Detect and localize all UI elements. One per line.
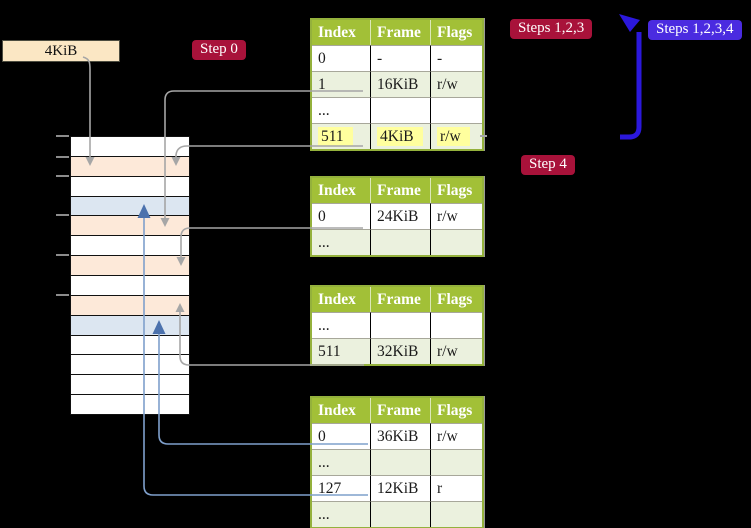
frame-cell [370,449,430,475]
memory-row [71,375,189,396]
memory-row [71,276,189,296]
index-cell: ... [312,501,370,527]
memory-row [71,176,189,197]
frame-cell: 4KiB [370,123,430,149]
highlighted-value: r/w [437,126,470,146]
index-header: Index [312,178,370,203]
flags-cell: r/w [430,71,482,97]
frame-size-label: 4KiB [2,40,120,62]
memory-row [71,216,189,237]
memory-row [71,196,189,217]
physical-memory-column [70,136,190,415]
table-row: ... [312,97,482,123]
memory-row [71,137,189,157]
table-row: 1 16KiB r/w [312,71,482,97]
highlighted-value: 511 [318,126,353,146]
frame-header: Frame [370,178,430,203]
memory-row [71,295,189,316]
table-row: 0 - - [312,45,482,71]
index-cell: 0 [312,203,370,229]
table-header-row: Index Frame Flags [312,20,482,45]
frame-cell: 36KiB [370,423,430,449]
memory-row [71,256,189,277]
frame-tick [56,156,69,158]
page-table-level3: Index Frame Flags 0 24KiB r/w ... [310,176,484,257]
frame-cell [370,97,430,123]
index-cell: ... [312,229,370,255]
flags-cell: - [430,45,482,71]
badge-steps-1-2-3: Steps 1,2,3 [510,19,593,39]
memory-row [71,236,189,257]
index-cell: 511 [312,123,370,149]
frame-cell: - [370,45,430,71]
memory-row [71,355,189,376]
page-table-level2: Index Frame Flags ... 511 32KiB r/w [310,285,484,366]
frame-tick [56,175,69,177]
flags-cell: r/w [430,423,482,449]
index-cell: 0 [312,45,370,71]
page-table-level4: Index Frame Flags 0 - - 1 16KiB r/w ... … [310,18,484,151]
frame-header: Frame [370,20,430,45]
memory-row [71,315,189,336]
frame-tick [56,135,69,137]
index-cell: 511 [312,338,370,364]
table-header-row: Index Frame Flags [312,398,482,423]
badge-step-0: Step 0 [192,40,246,60]
frame-header: Frame [370,287,430,312]
frame-cell: 32KiB [370,338,430,364]
flags-cell: r/w [430,203,482,229]
flags-cell: r/w [430,338,482,364]
frame-cell: 24KiB [370,203,430,229]
arrowhead-up-left-icon [619,14,640,32]
flags-header: Flags [430,398,482,423]
index-cell: 1 [312,71,370,97]
index-header: Index [312,287,370,312]
table-row: 127 12KiB r [312,475,482,501]
frame-cell [370,312,430,338]
badge-steps-1-2-3-4: Steps 1,2,3,4 [648,20,742,40]
frame-header: Frame [370,398,430,423]
frame-cell: 16KiB [370,71,430,97]
frame-cell [370,229,430,255]
index-cell: ... [312,97,370,123]
table-row: ... [312,501,482,527]
flags-header: Flags [430,20,482,45]
index-cell: ... [312,449,370,475]
index-header: Index [312,398,370,423]
index-cell: 127 [312,475,370,501]
badge-step-4: Step 4 [521,155,575,175]
table-row: 0 36KiB r/w [312,423,482,449]
table-row: ... [312,449,482,475]
index-cell: ... [312,312,370,338]
frame-cell [370,501,430,527]
memory-row [71,156,189,177]
table-header-row: Index Frame Flags [312,287,482,312]
memory-row [71,335,189,356]
table-row: 0 24KiB r/w [312,203,482,229]
flags-header: Flags [430,287,482,312]
table-header-row: Index Frame Flags [312,178,482,203]
page-table-level1: Index Frame Flags 0 36KiB r/w ... 127 12… [310,396,484,528]
frame-tick [56,214,69,216]
flags-cell [430,501,482,527]
recursive-loop-arrow [620,32,642,140]
frame-tick [56,254,69,256]
flags-cell [430,449,482,475]
table-row: ... [312,312,482,338]
flags-cell: r [430,475,482,501]
flags-cell: r/w [430,123,482,149]
frame-tick [56,294,69,296]
frame-cell: 12KiB [370,475,430,501]
table-row: ... [312,229,482,255]
table-row: 511 32KiB r/w [312,338,482,364]
memory-row [71,395,189,415]
table-row-recursive: 511 4KiB r/w [312,123,482,149]
highlighted-value: 4KiB [377,126,423,146]
index-cell: 0 [312,423,370,449]
flags-cell [430,229,482,255]
index-header: Index [312,20,370,45]
flags-cell [430,312,482,338]
flags-header: Flags [430,178,482,203]
flags-cell [430,97,482,123]
